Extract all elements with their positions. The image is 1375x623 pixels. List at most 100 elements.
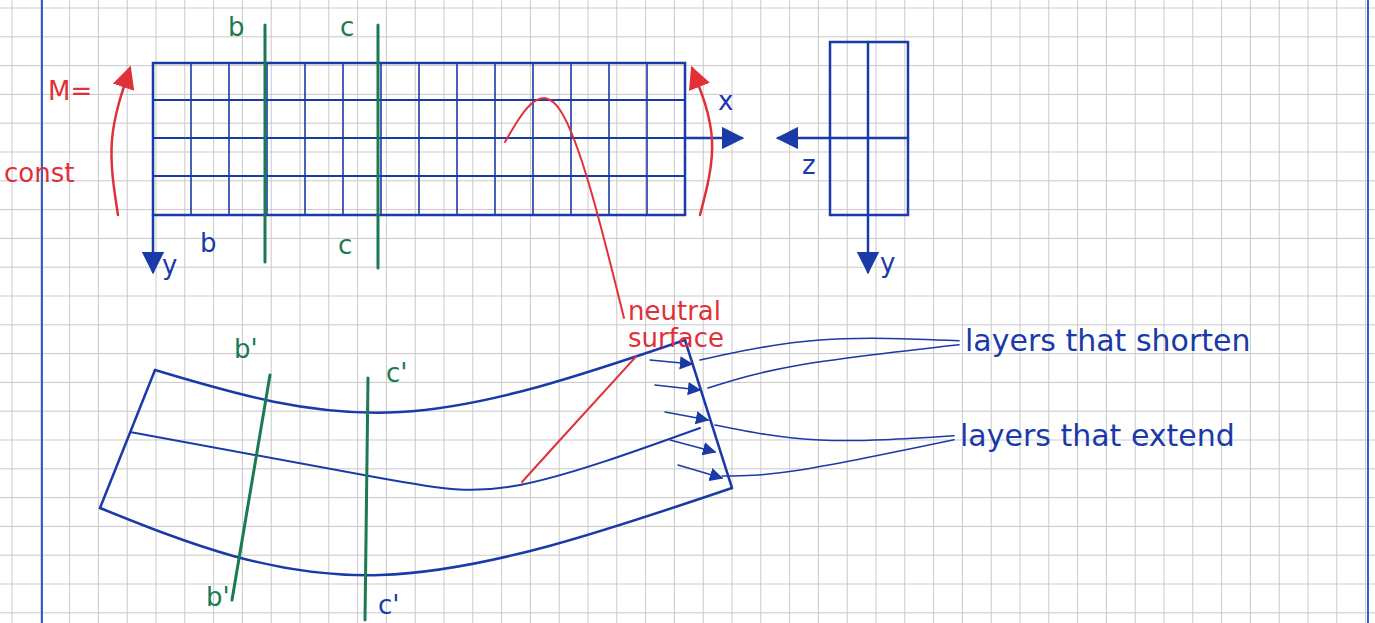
grid-line bbox=[127, 0, 128, 623]
beam-section-line bbox=[228, 63, 230, 215]
grid-line bbox=[1365, 0, 1366, 623]
beam-section-line bbox=[494, 63, 496, 215]
grid-line bbox=[415, 0, 416, 623]
grid-line bbox=[1192, 0, 1193, 623]
grid-line bbox=[559, 0, 560, 623]
grid-line bbox=[1279, 0, 1280, 623]
leader-line bbox=[708, 345, 959, 388]
grid-line bbox=[1308, 0, 1309, 623]
section-c-rotated bbox=[365, 378, 368, 620]
axis-label: const bbox=[4, 160, 74, 187]
x-axis bbox=[685, 137, 742, 140]
grid-line bbox=[1221, 0, 1222, 623]
grid-line bbox=[588, 0, 589, 623]
z-axis bbox=[778, 137, 908, 140]
grid-line bbox=[386, 0, 387, 623]
bent-beam-bottom bbox=[100, 488, 732, 575]
grid-line bbox=[760, 0, 761, 623]
grid-line bbox=[0, 296, 1375, 297]
beam-section-line bbox=[342, 63, 344, 215]
grid-line bbox=[876, 0, 877, 623]
grid-line bbox=[184, 0, 185, 623]
axis-label: c' bbox=[386, 360, 407, 387]
grid-line bbox=[300, 0, 301, 623]
grid-line bbox=[1336, 0, 1337, 623]
grid-line bbox=[328, 0, 329, 623]
leader-line bbox=[722, 440, 954, 476]
leader-line bbox=[715, 425, 954, 441]
beam-section-line bbox=[532, 63, 534, 215]
axis-label: z bbox=[802, 152, 816, 179]
neutral-layer bbox=[130, 428, 700, 490]
note-label: layers that extend bbox=[960, 420, 1235, 452]
beam-section-line bbox=[380, 63, 382, 215]
grid-line bbox=[1048, 0, 1049, 623]
beam-section-line bbox=[608, 63, 610, 215]
grid-line bbox=[0, 612, 1375, 613]
grid-line bbox=[1020, 0, 1021, 623]
grid-line bbox=[530, 0, 531, 623]
bent-beam-end bbox=[100, 370, 155, 508]
grid-line bbox=[847, 0, 848, 623]
axis-label: b' bbox=[234, 336, 258, 363]
beam-section-line bbox=[570, 63, 572, 215]
grid-line bbox=[0, 382, 1375, 383]
beam-outline bbox=[153, 63, 685, 215]
grid-line bbox=[271, 0, 272, 623]
grid-line bbox=[991, 0, 992, 623]
grid-line bbox=[0, 94, 1375, 95]
axis-label: b' bbox=[206, 584, 230, 611]
beam-section-line bbox=[190, 63, 192, 215]
grid-line bbox=[933, 0, 934, 623]
beam-section-line bbox=[418, 63, 420, 215]
beam-section-line bbox=[456, 63, 458, 215]
y-axis bbox=[867, 42, 870, 272]
section-c bbox=[377, 25, 380, 268]
moment-arrow bbox=[111, 68, 130, 215]
grid-line bbox=[0, 555, 1375, 556]
note-label: layers that shorten bbox=[965, 325, 1250, 357]
grid-line bbox=[472, 0, 473, 623]
bent-beam-end bbox=[685, 340, 732, 488]
axis-label: b bbox=[228, 14, 245, 41]
leader-line bbox=[505, 98, 624, 318]
grid-line bbox=[0, 65, 1375, 66]
beam-section-line bbox=[646, 63, 648, 215]
compression-arrow bbox=[650, 360, 692, 364]
y-axis bbox=[152, 215, 155, 272]
axis-label: c' bbox=[378, 592, 399, 619]
axis-label: c bbox=[338, 232, 352, 259]
extension-arrow bbox=[665, 412, 708, 420]
grid-line bbox=[98, 0, 99, 623]
grid-line bbox=[0, 411, 1375, 412]
grid-line bbox=[213, 0, 214, 623]
extension-arrow bbox=[670, 440, 715, 452]
grid-line bbox=[0, 152, 1375, 153]
axis-label: c bbox=[340, 14, 354, 41]
grid-line bbox=[444, 0, 445, 623]
axis-label: y bbox=[162, 252, 177, 279]
axis-label: M= bbox=[48, 78, 92, 105]
grid-line bbox=[0, 267, 1375, 268]
grid-line bbox=[0, 526, 1375, 527]
leader-line bbox=[522, 357, 636, 482]
grid-line bbox=[1077, 0, 1078, 623]
section-b bbox=[264, 25, 267, 262]
grid-line bbox=[0, 497, 1375, 498]
grid-line bbox=[818, 0, 819, 623]
grid-line bbox=[0, 180, 1375, 181]
beam-section-line bbox=[304, 63, 306, 215]
grid-line bbox=[357, 0, 358, 623]
compression-arrow bbox=[655, 385, 700, 390]
grid-line bbox=[40, 0, 41, 623]
grid-line bbox=[904, 0, 905, 623]
grid-line bbox=[0, 123, 1375, 124]
grid-line bbox=[789, 0, 790, 623]
grid-line bbox=[501, 0, 502, 623]
grid-line bbox=[1164, 0, 1165, 623]
margin-line bbox=[1367, 0, 1369, 623]
grid-line bbox=[0, 8, 1375, 9]
grid-line bbox=[616, 0, 617, 623]
moment-arrow bbox=[692, 68, 712, 215]
axis-label: x bbox=[718, 88, 733, 115]
